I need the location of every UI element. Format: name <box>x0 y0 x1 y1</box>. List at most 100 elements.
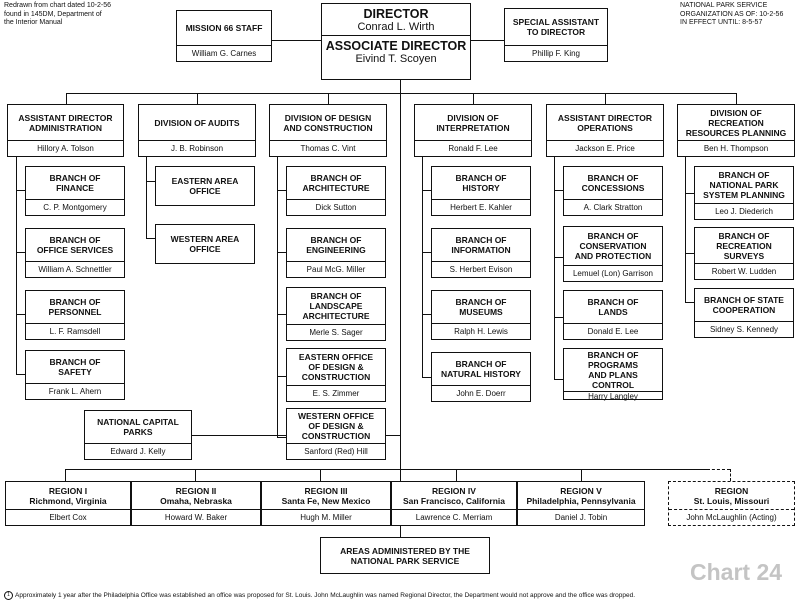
box-title: BRANCH OF CONSERVATION AND PROTECTION <box>574 231 652 261</box>
region-box: REGION III Santa Fe, New Mexico Hugh M. … <box>261 481 391 526</box>
box-name: Howard W. Baker <box>132 509 260 525</box>
box-name: Robert W. Ludden <box>695 263 793 279</box>
box-title: ASSISTANT DIRECTOR ADMINISTRATION <box>18 112 113 133</box>
box-title: BRANCH OF LANDS <box>587 297 639 317</box>
box-title: AREAS ADMINISTERED BY THE NATIONAL PARK … <box>340 545 470 566</box>
branch-box: EASTERN OFFICE OF DESIGN & CONSTRUCTION … <box>286 348 386 402</box>
box-name: Merle S. Sager <box>287 324 385 340</box>
box-title: EASTERN OFFICE OF DESIGN & CONSTRUCTION <box>298 352 374 382</box>
division-operations-box: ASSISTANT DIRECTOR OPERATIONS Jackson E.… <box>546 104 664 157</box>
branch-box: BRANCH OF ENGINEERING Paul McG. Miller <box>286 228 386 278</box>
source-note-line: the Interior Manual <box>4 19 63 26</box>
branch-spine <box>422 157 424 378</box>
box-name: Ronald F. Lee <box>415 140 531 156</box>
box-name: John McLaughlin (Acting) <box>669 509 794 525</box>
box-name: Dick Sutton <box>287 199 385 215</box>
branch-tick <box>16 374 25 376</box>
box-name: J. B. Robinson <box>139 140 255 156</box>
box-name: Donald E. Lee <box>564 323 662 339</box>
associate-director-name: Eivind T. Scoyen <box>355 53 437 65</box>
box-name: Ben H. Thompson <box>678 140 794 156</box>
box-name: L. F. Ramsdell <box>26 323 124 339</box>
branch-box: BRANCH OF NATURAL HISTORY John E. Doerr <box>431 352 531 402</box>
branch-spine <box>554 157 556 380</box>
branch-box: BRANCH OF RECREATION SURVEYS Robert W. L… <box>694 227 794 280</box>
org-note-line: NATIONAL PARK SERVICE <box>680 2 768 9</box>
box-name: Sanford (Red) Hill <box>287 443 385 459</box>
division-design-box: DIVISION OF DESIGN AND CONSTRUCTION Thom… <box>269 104 387 157</box>
branch-tick <box>422 252 431 254</box>
branch-box: BRANCH OF NATIONAL PARK SYSTEM PLANNING … <box>694 166 794 220</box>
box-name: Lawrence C. Merriam <box>392 509 516 525</box>
box-title: EASTERN AREA OFFICE <box>171 176 239 196</box>
box-name: S. Herbert Evison <box>432 261 530 277</box>
box-title: REGION II Omaha, Nebraska <box>160 485 232 506</box>
connector-line <box>471 40 504 42</box>
connector-line <box>192 435 255 437</box>
branch-tick <box>16 252 25 254</box>
box-title: BRANCH OF STATE COOPERATION <box>704 295 784 315</box>
national-capital-parks-box: NATIONAL CAPITAL PARKS Edward J. Kelly <box>84 410 192 460</box>
box-name: Daniel J. Tobin <box>518 509 644 525</box>
box-title: ASSISTANT DIRECTOR OPERATIONS <box>557 112 653 133</box>
branch-tick <box>685 193 694 195</box>
branch-box: WESTERN OFFICE OF DESIGN & CONSTRUCTION … <box>286 408 386 460</box>
connector-line <box>65 469 67 481</box>
branch-tick <box>277 437 286 439</box>
branch-tick <box>16 314 25 316</box>
associate-director-title: ASSOCIATE DIRECTOR <box>325 39 467 53</box>
org-note-line: ORGANIZATION AS OF: 10-2-56 <box>680 10 784 18</box>
branch-tick <box>277 376 286 378</box>
box-name: Leo J. Diederich <box>695 203 793 219</box>
box-title: BRANCH OF HISTORY <box>455 173 507 193</box>
connector-line <box>736 93 738 104</box>
box-name: Phillip F. King <box>505 45 607 61</box>
box-name: Paul McG. Miller <box>287 261 385 277</box>
box-name: Harry Langley <box>564 391 662 401</box>
box-title: BRANCH OF NATURAL HISTORY <box>441 359 521 379</box>
source-note: Redrawn from chart dated 10-2-56 found i… <box>4 2 111 28</box>
branch-box: BRANCH OF PROGRAMS AND PLANS CONTROL Har… <box>563 348 663 401</box>
box-name: Ralph H. Lewis <box>432 323 530 339</box>
branch-box: BRANCH OF FINANCE C. P. Montgomery <box>25 166 125 216</box>
division-admin-box: ASSISTANT DIRECTOR ADMINISTRATION Hillor… <box>7 104 124 157</box>
branch-tick <box>146 238 155 240</box>
box-name: Hillory A. Tolson <box>8 140 123 156</box>
box-title: WESTERN OFFICE OF DESIGN & CONSTRUCTION <box>297 411 375 441</box>
box-title: DIVISION OF INTERPRETATION <box>436 112 510 133</box>
box-title: DIVISION OF RECREATION RESOURCES PLANNIN… <box>685 107 787 138</box>
connector-line <box>272 40 321 42</box>
region-box: REGION V Philadelphia, Pennsylvania Dani… <box>517 481 645 526</box>
branch-box: BRANCH OF SAFETY Frank L. Ahern <box>25 350 125 400</box>
box-title: BRANCH OF NATIONAL PARK SYSTEM PLANNING <box>703 170 785 200</box>
branch-box: BRANCH OF STATE COOPERATION Sidney S. Ke… <box>694 288 794 338</box>
dashed-connector <box>730 469 731 481</box>
branch-tick <box>422 314 431 316</box>
source-note-line: Redrawn from chart dated 10-2-56 <box>4 2 111 9</box>
box-title: BRANCH OF INFORMATION <box>451 235 511 255</box>
box-name: Jackson E. Price <box>547 140 663 156</box>
connector-line <box>605 93 607 104</box>
region-bus-line <box>400 469 710 471</box>
box-title: NATIONAL CAPITAL PARKS <box>97 417 179 437</box>
director-name: Conrad L. Wirth <box>322 21 470 36</box>
box-title: MISSION 66 STAFF <box>185 23 263 33</box>
box-name: C. P. Montgomery <box>26 199 124 215</box>
branch-tick <box>554 379 563 381</box>
box-name: Hugh M. Miller <box>262 509 390 525</box>
box-name: Lemuel (Lon) Garrison <box>564 265 662 281</box>
box-name: Edward J. Kelly <box>85 443 191 459</box>
division-interpretation-box: DIVISION OF INTERPRETATION Ronald F. Lee <box>414 104 532 157</box>
box-title: DIVISION OF AUDITS <box>154 117 240 128</box>
region-bus-line <box>65 469 400 471</box>
connector-line <box>195 469 197 481</box>
mission-66-staff-box: MISSION 66 STAFF William G. Carnes <box>176 10 272 62</box>
box-name: Sidney S. Kennedy <box>695 321 793 337</box>
region-st-louis-box: REGION St. Louis, Missouri John McLaughl… <box>668 481 795 526</box>
director-title: DIRECTOR <box>363 7 429 21</box>
division-bus-line <box>66 93 736 95</box>
box-name: Frank L. Ahern <box>26 383 124 399</box>
connector-line <box>581 469 583 481</box>
box-name: A. Clark Stratton <box>564 199 662 215</box>
